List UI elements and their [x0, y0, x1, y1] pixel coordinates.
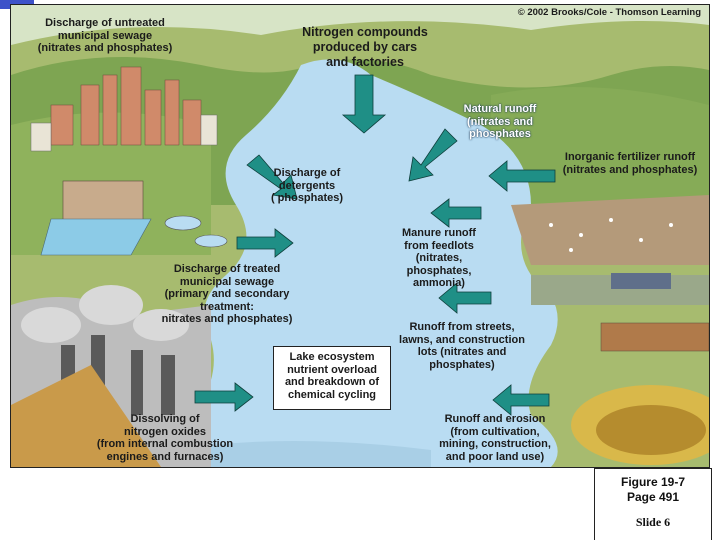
label-detergents: Discharge of detergents ( phosphates)	[270, 167, 344, 204]
label-lake-ecosystem: Lake ecosystem nutrient overload and bre…	[284, 351, 380, 401]
label-manure-runoff: Manure runoff from feedlots (nitrates, p…	[402, 227, 476, 289]
label-nitrogen-compounds: Nitrogen compounds produced by cars and …	[302, 25, 428, 69]
label-natural-runoff: Natural runoff (nitrates and phosphates	[463, 103, 537, 140]
lake-ecosystem-box: Lake ecosystem nutrient overload and bre…	[273, 346, 391, 410]
label-untreated-sewage: Discharge of untreated municipal sewage …	[37, 17, 173, 54]
diagram-frame: © 2002 Brooks/Cole - Thomson Learning Di…	[10, 4, 710, 468]
page-number: Page 491	[626, 490, 680, 504]
label-runoff-erosion: Runoff and erosion (from cultivation, mi…	[439, 413, 551, 463]
copyright-notice: © 2002 Brooks/Cole - Thomson Learning	[517, 7, 701, 18]
figure-reference-box: Figure 19-7 Page 491 Slide 6	[594, 468, 712, 540]
figure-number: Figure 19-7	[620, 475, 686, 489]
label-treated-sewage: Discharge of treated municipal sewage (p…	[161, 263, 293, 325]
label-inorganic-fertilizer: Inorganic fertilizer runoff (nitrates an…	[562, 151, 698, 176]
label-nitrogen-oxides: Dissolving of nitrogen oxides (from inte…	[96, 413, 234, 463]
slide-number: Slide 6	[635, 515, 671, 529]
label-streets-runoff: Runoff from streets, lawns, and construc…	[399, 321, 525, 371]
